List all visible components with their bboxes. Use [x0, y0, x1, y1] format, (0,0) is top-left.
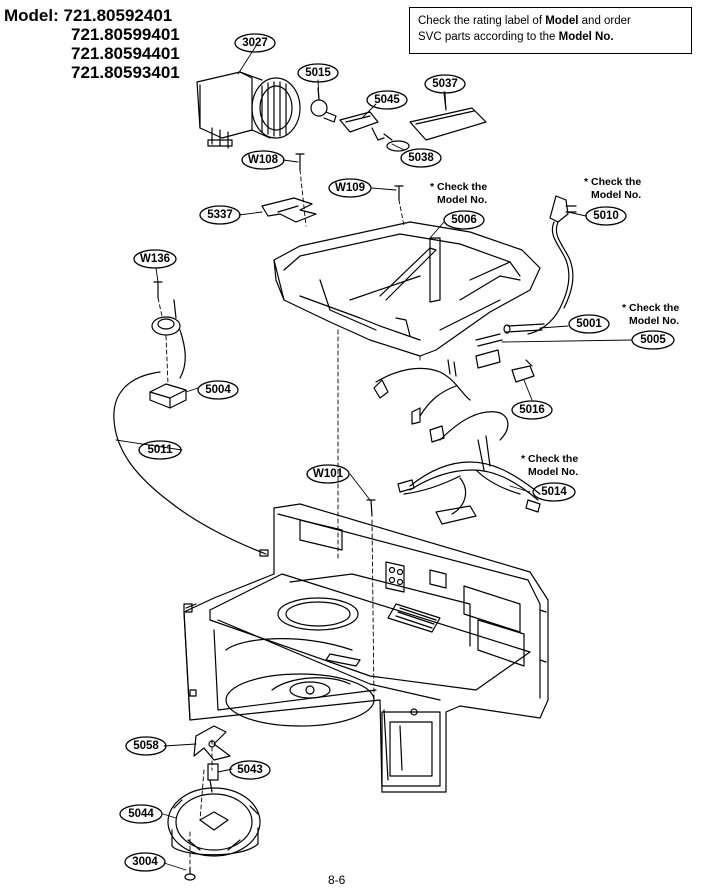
check-model-callout-3: * Check the Model No. [622, 302, 679, 328]
part-label-5058: 5058 [133, 740, 159, 752]
stirrer-cover-drawing [167, 787, 261, 857]
part-label-3027: 3027 [242, 37, 268, 49]
fuse-holder-5005-drawing [475, 333, 503, 369]
part-label-5037: 5037 [432, 78, 458, 90]
part-label-5045: 5045 [374, 94, 400, 106]
model-number-2: 721.80599401 [71, 25, 180, 44]
callout-line-2: Model No. [591, 189, 642, 201]
check-model-callout-1: * Check the Model No. [430, 181, 487, 207]
part-label-5016: 5016 [519, 404, 545, 416]
part-label-5004: 5004 [205, 384, 231, 396]
note-bold-model: Model [545, 15, 579, 27]
rating-label-note: Check the rating label of Model and orde… [409, 7, 692, 54]
part-label-w109: W109 [335, 182, 365, 194]
screw-w101-drawing [366, 499, 376, 517]
filter-drawing [383, 133, 410, 152]
callout-line-1: * Check the [430, 181, 488, 193]
bracket-5337-drawing [261, 197, 317, 223]
fan-motor-drawing [196, 71, 301, 149]
screw-3004-drawing [184, 867, 196, 881]
callout-line-2: Model No. [437, 194, 488, 206]
check-model-callout-4: * Check the Model No. [521, 453, 578, 479]
part-label-5043: 5043 [237, 764, 263, 776]
part-label-5010: 5010 [593, 210, 619, 222]
upper-harness-drawing [373, 359, 509, 443]
coupler-drawing [207, 763, 219, 793]
upper-chassis-drawing [273, 221, 541, 357]
callout-line-2: Model No. [629, 315, 680, 327]
part-label-5337: 5337 [207, 209, 233, 221]
model-list: Model: 721.80592401 721.80599401 721.805… [4, 6, 180, 82]
part-label-5014: 5014 [541, 486, 567, 498]
callout-line-2: Model No. [528, 466, 579, 478]
note-text-2: and order [578, 15, 631, 27]
callout-line-1: * Check the [584, 176, 642, 188]
page-number: 8-6 [328, 873, 346, 887]
callout-line-1: * Check the [521, 453, 579, 465]
screw-w109-drawing [394, 185, 404, 201]
main-cavity-drawing [183, 503, 549, 793]
leader-lines [115, 45, 633, 871]
model-label: Model: [4, 6, 59, 25]
part-label-5044: 5044 [128, 808, 154, 820]
screw-w136-drawing [153, 281, 163, 299]
screw-w108-drawing [295, 153, 305, 171]
label-ovals [119, 33, 675, 872]
check-model-callout-2: * Check the Model No. [584, 176, 641, 202]
part-label-w108: W108 [248, 154, 279, 166]
lamp-cover-drawing [409, 91, 487, 141]
dashed-leaders [157, 169, 421, 869]
part-label-w101: W101 [313, 468, 344, 480]
thermal-cutout-drawing [511, 359, 535, 383]
part-label-3004: 3004 [132, 856, 158, 868]
part-label-w136: W136 [140, 253, 170, 265]
part-label-5001: 5001 [576, 318, 602, 330]
note-text-1: Check the rating label of [418, 15, 546, 27]
part-label-5006: 5006 [451, 214, 477, 226]
sensor-5004-drawing [149, 383, 187, 409]
model-number-4: 721.80593401 [71, 63, 180, 82]
callout-line-1: * Check the [622, 302, 680, 314]
part-label-5005: 5005 [640, 334, 666, 346]
model-number-1: 721.80592401 [63, 6, 173, 25]
part-label-5011: 5011 [148, 444, 174, 456]
thermostat-drawing [151, 299, 181, 336]
lamp-drawing [310, 87, 337, 123]
fuse-5001-drawing [503, 323, 545, 334]
stirrer-blade-drawing [193, 725, 231, 761]
lamp-socket-drawing [339, 111, 385, 141]
note-text-3: SVC parts according to the [418, 31, 559, 43]
note-bold-model-no: Model No. [558, 31, 614, 43]
model-number-3: 721.80594401 [71, 44, 180, 63]
part-label-5038: 5038 [408, 152, 434, 164]
power-cord-drawing [527, 195, 577, 335]
main-harness-drawing [397, 435, 541, 525]
part-label-5015: 5015 [305, 67, 331, 79]
cable-5011-drawing [113, 329, 269, 557]
